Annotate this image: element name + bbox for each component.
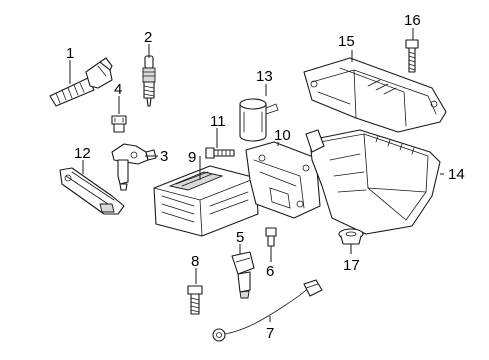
callout-9: 9	[188, 149, 196, 166]
callout-4: 4	[114, 81, 122, 98]
ecu-module-part-9	[153, 165, 259, 237]
callout-1: 1	[66, 45, 74, 62]
callout-3: 3	[160, 148, 168, 165]
filter-part-13	[239, 98, 279, 142]
spark-plug-part	[142, 55, 156, 107]
bolt-part-6	[265, 227, 277, 247]
cover-part-15	[303, 57, 447, 133]
callout-14: 14	[448, 166, 465, 183]
callout-17: 17	[343, 257, 360, 274]
callout-8: 8	[191, 253, 199, 270]
grommet-part-17	[338, 228, 364, 245]
sensor-part-7	[212, 279, 323, 342]
sensor-part-5	[231, 251, 255, 299]
bolt-part-11	[205, 147, 235, 159]
callout-15: 15	[338, 33, 355, 50]
sensor-part-3	[111, 143, 157, 191]
callout-13: 13	[256, 68, 273, 85]
leader-lines	[69, 28, 444, 322]
callout-12: 12	[74, 145, 91, 162]
callout-16: 16	[404, 12, 421, 29]
callout-2: 2	[144, 29, 152, 46]
ignition-coil-part	[49, 57, 113, 107]
bolt-part-16	[405, 39, 419, 73]
callout-11: 11	[210, 113, 226, 130]
callout-10: 10	[274, 127, 291, 144]
bolt-part-4	[111, 115, 127, 133]
housing-part-14	[305, 129, 441, 235]
bracket-part-10	[245, 141, 321, 219]
callout-7: 7	[266, 325, 274, 342]
bolt-part-8	[187, 285, 203, 315]
callout-6: 6	[266, 263, 274, 280]
callouts: 1 2 3 4 5 6 7 8 9 10 11 12 13 14 15 16 1…	[66, 12, 465, 342]
bracket-part-12	[59, 167, 125, 215]
callout-5: 5	[236, 229, 244, 246]
